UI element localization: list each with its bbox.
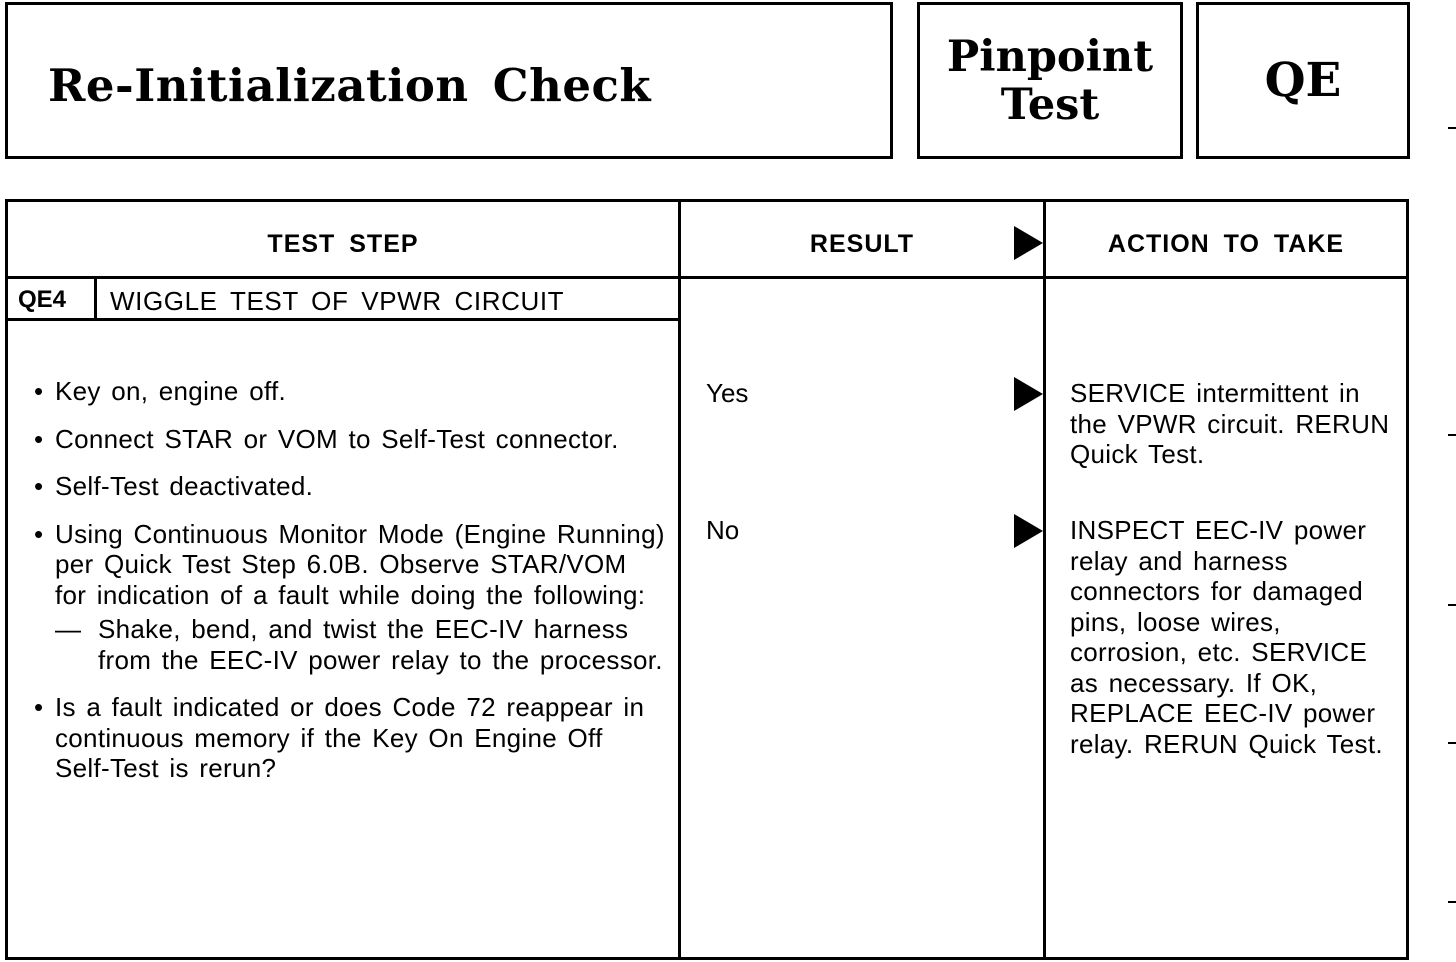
- sub-list-item: — Shake, bend, and twist the EEC-IV harn…: [55, 614, 668, 675]
- edge-mark: [1448, 434, 1456, 436]
- edge-mark: [1448, 742, 1456, 744]
- sub-instruction-text: Shake, bend, and twist the EEC-IV harnes…: [98, 614, 663, 675]
- title-box: Re-Initialization Check: [5, 2, 893, 159]
- pinpoint-line-2: Test: [1000, 79, 1100, 130]
- instruction-text: Using Continuous Monitor Mode (Engine Ru…: [55, 518, 665, 610]
- test-code-box: QE: [1196, 2, 1410, 159]
- action-yes: SERVICE intermittent in the VPWR circuit…: [1070, 378, 1390, 469]
- column-header-action: ACTION TO TAKE: [1107, 230, 1345, 258]
- result-yes: Yes: [706, 378, 749, 408]
- bullet-icon: •: [34, 471, 44, 501]
- list-item: • Is a fault indicated or does Code 72 r…: [28, 692, 668, 784]
- bullet-icon: •: [34, 692, 44, 722]
- result-yes-arrow-icon: [1014, 377, 1043, 411]
- edge-mark: [1448, 127, 1456, 129]
- list-item: • Self-Test deactivated.: [28, 471, 668, 502]
- edge-mark: [1448, 901, 1456, 903]
- instruction-text: Self-Test deactivated.: [55, 471, 314, 501]
- bullet-icon: •: [34, 423, 44, 454]
- list-item: • Connect STAR or VOM to Self-Test conne…: [28, 424, 668, 455]
- pinpoint-line-1: Pinpoint: [946, 31, 1154, 82]
- instruction-text: Connect STAR or VOM to Self-Test connect…: [55, 423, 619, 454]
- pinpoint-test-table: TEST STEP RESULT ACTION TO TAKE QE4 WIGG…: [5, 199, 1409, 960]
- edge-mark: [1448, 604, 1456, 606]
- column-divider-1: [678, 202, 681, 957]
- column-header-test-step: TEST STEP: [267, 230, 419, 258]
- instruction-text: Key on, engine off.: [55, 376, 287, 406]
- step-number-divider: [94, 276, 97, 320]
- step-title-divider: [8, 318, 678, 321]
- pinpoint-test-label: Pinpoint Test: [920, 33, 1180, 129]
- bullet-icon: •: [34, 518, 44, 549]
- list-item: • Using Continuous Monitor Mode (Engine …: [28, 519, 668, 676]
- step-title: WIGGLE TEST OF VPWR CIRCUIT: [110, 286, 565, 316]
- dash-icon: —: [55, 614, 82, 644]
- column-header-result: RESULT: [809, 230, 915, 258]
- list-item: • Key on, engine off.: [28, 376, 668, 407]
- result-header-arrow-icon: [1014, 226, 1043, 260]
- header-divider: [8, 276, 1406, 279]
- step-number: QE4: [18, 286, 67, 313]
- instruction-text: Is a fault indicated or does Code 72 rea…: [55, 692, 645, 783]
- page-title: Re-Initialization Check: [48, 59, 652, 112]
- column-divider-2: [1043, 202, 1046, 957]
- bullet-icon: •: [34, 376, 44, 406]
- test-code: QE: [1264, 53, 1342, 108]
- pinpoint-test-box: Pinpoint Test: [917, 2, 1183, 159]
- action-no: INSPECT EEC-IV power relay and harness c…: [1070, 515, 1383, 759]
- step-instructions: • Key on, engine off. • Connect STAR or …: [28, 376, 668, 801]
- result-no-arrow-icon: [1014, 514, 1043, 548]
- result-no: No: [706, 515, 740, 545]
